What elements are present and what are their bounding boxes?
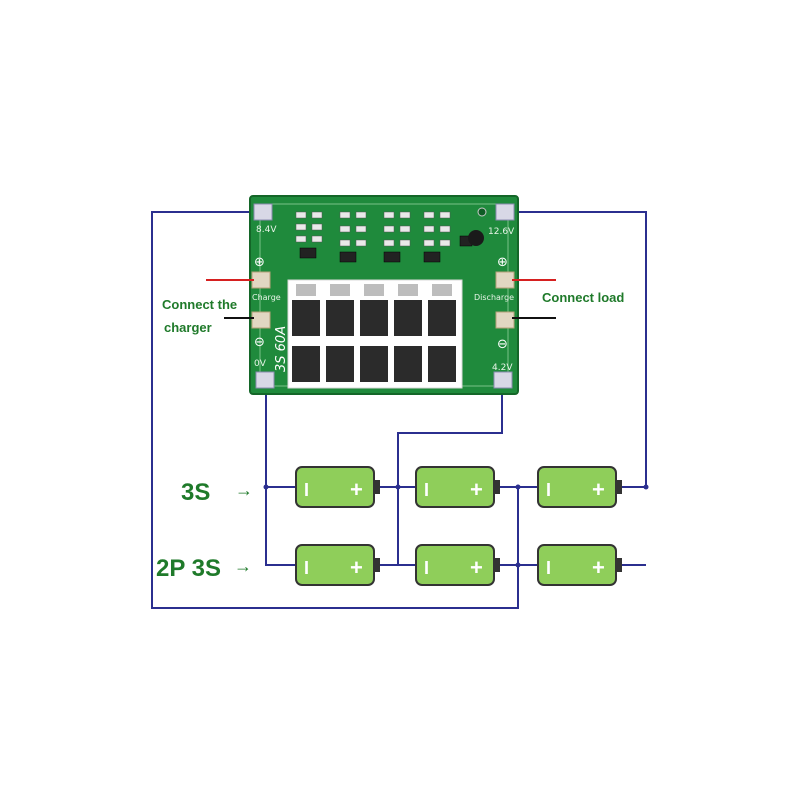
mosfet-top-3 <box>360 300 388 336</box>
pad-charge-plus <box>251 271 271 289</box>
row-label-3s: 3S <box>181 479 210 506</box>
battery-cell: I + <box>415 466 500 508</box>
pad-charge-minus <box>251 311 271 329</box>
wire-12v6-to-positive-end <box>506 211 647 487</box>
charge-plus-symbol: ⊕ <box>254 255 265 270</box>
battery-plus-sign: + <box>350 555 363 580</box>
battery-array: I + I + I + I + I + <box>295 466 622 586</box>
battery-cell: I + <box>415 544 500 586</box>
pad-label-charge: Charge <box>252 293 281 302</box>
transistor-to92 <box>468 230 484 246</box>
wire-4v2-to-series-junction <box>397 383 503 565</box>
mounting-hole <box>477 207 487 217</box>
pad-label-8v4: 8.4V <box>256 225 277 235</box>
discharge-plus-symbol: ⊕ <box>497 255 508 270</box>
smd-components <box>295 211 451 247</box>
mosfets <box>292 300 456 382</box>
battery-cell: I + <box>295 466 380 508</box>
pad-0v <box>255 371 275 389</box>
battery-minus-sign: I <box>546 480 551 500</box>
battery-minus-sign: I <box>546 558 551 578</box>
charger-label-line2: charger <box>164 320 212 335</box>
board-model-label: 3S 60A <box>274 326 289 372</box>
battery-cell: I + <box>537 466 622 508</box>
row-label-2p3s: 2P 3S <box>156 555 221 582</box>
pad-label-0v: 0V <box>254 359 267 369</box>
pad-label-4v2: 4.2V <box>492 363 513 373</box>
battery-minus-sign: I <box>304 558 309 578</box>
mosfet-bottom-4 <box>394 346 422 382</box>
pad-label-12v6: 12.6V <box>488 227 515 237</box>
row-arrow-3s: → <box>235 480 253 500</box>
wire-0v-to-negative-end <box>265 380 296 566</box>
battery-minus-sign: I <box>424 558 429 578</box>
bms-board: 8.4V 12.6V Charge Discharge 0V 4.2V ⊕ ⊖ … <box>249 195 519 395</box>
load-label: Connect load <box>542 290 624 305</box>
battery-plus-sign: + <box>470 555 483 580</box>
mosfet-top-2 <box>326 300 354 336</box>
battery-plus-sign: + <box>350 477 363 502</box>
discharge-minus-symbol: ⊖ <box>497 337 508 352</box>
row-arrow-2p3s: → <box>234 556 252 576</box>
pad-12v6 <box>495 203 515 221</box>
mosfet-bottom-5 <box>428 346 456 382</box>
battery-cell: I + <box>537 544 622 586</box>
wire-8v4-to-series-junction <box>151 211 519 609</box>
mosfet-tabs <box>296 284 452 296</box>
ic-chips <box>299 235 473 263</box>
mosfet-top-1 <box>292 300 320 336</box>
mosfet-bottom-3 <box>360 346 388 382</box>
mosfet-top-4 <box>394 300 422 336</box>
battery-cell: I + <box>295 544 380 586</box>
battery-plus-sign: + <box>470 477 483 502</box>
mosfet-top-5 <box>428 300 456 336</box>
pad-discharge-plus <box>495 271 515 289</box>
battery-plus-sign: + <box>592 477 605 502</box>
pad-discharge-minus <box>495 311 515 329</box>
charger-label-line1: Connect the <box>162 297 237 312</box>
battery-minus-sign: I <box>304 480 309 500</box>
battery-plus-sign: + <box>592 555 605 580</box>
pad-8v4 <box>253 203 273 221</box>
mosfet-bottom-2 <box>326 346 354 382</box>
battery-minus-sign: I <box>424 480 429 500</box>
charge-minus-symbol: ⊖ <box>254 335 265 350</box>
mosfet-bottom-1 <box>292 346 320 382</box>
pad-label-discharge: Discharge <box>474 293 514 302</box>
wire-junctions <box>263 484 649 568</box>
wiring <box>151 211 647 609</box>
pad-4v2 <box>493 371 513 389</box>
